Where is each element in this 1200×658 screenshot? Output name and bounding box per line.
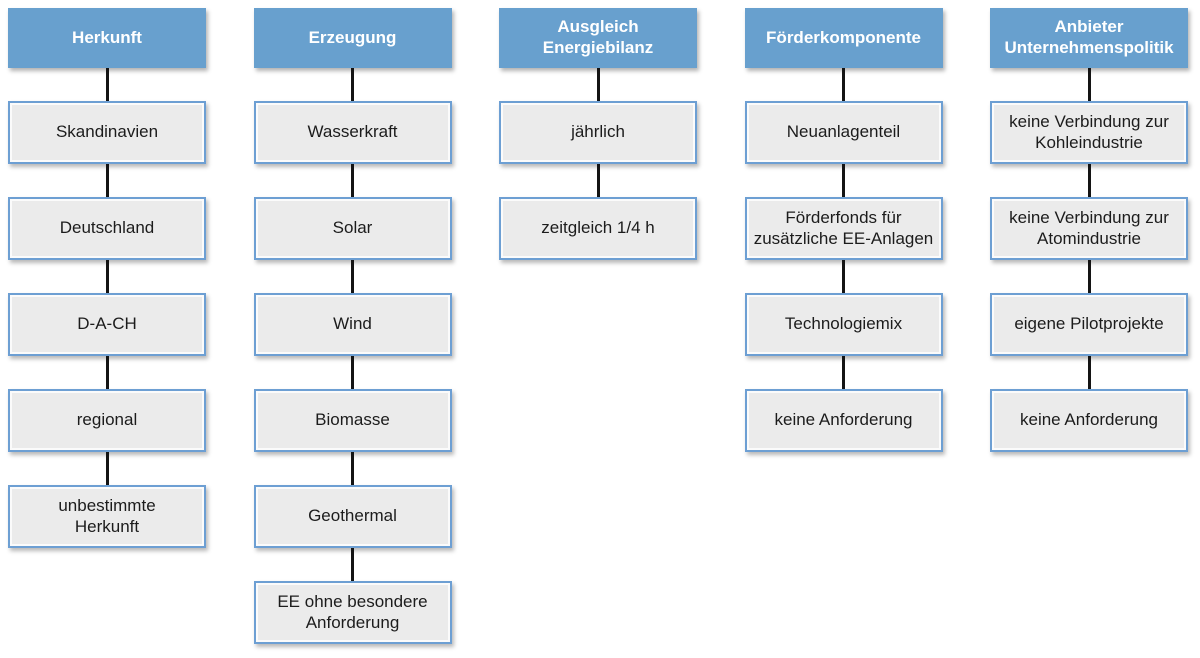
option-box: keine Verbindung zur Kohleindustrie <box>990 101 1188 164</box>
option-box: Solar <box>253 197 452 260</box>
column-header-erzeugung: Erzeugung <box>253 8 452 68</box>
connector-line <box>351 260 354 293</box>
option-box: EE ohne besondere Anforderung <box>253 581 452 644</box>
option-box: Wasserkraft <box>253 101 452 164</box>
column-header-herkunft: Herkunft <box>8 8 206 68</box>
option-box: unbestimmte Herkunft <box>8 485 206 548</box>
connector-line <box>596 164 600 197</box>
option-box: D-A-CH <box>8 293 206 356</box>
option-box: Neuanlagenteil <box>744 101 943 164</box>
connector-line <box>1087 164 1091 197</box>
option-box: Technologiemix <box>744 293 943 356</box>
column-header-förderkomponente: Förderkomponente <box>744 8 943 68</box>
connector-line <box>1087 356 1091 389</box>
option-box: Wind <box>253 293 452 356</box>
column-ausgleich: Ausgleich Energiebilanz jährlich zeitglei… <box>499 8 697 260</box>
connector-line <box>351 68 354 101</box>
connector-line <box>351 452 354 485</box>
connector-line <box>842 260 845 293</box>
option-box: regional <box>8 389 206 452</box>
connector-line <box>1087 68 1091 101</box>
connector-line <box>842 356 845 389</box>
option-box: jährlich <box>499 101 697 164</box>
column-header-anbieter: Anbieter Unternehmenspolitik <box>990 8 1188 68</box>
column-anbieter: Anbieter Unternehmenspolitik keine Verbi… <box>990 8 1188 452</box>
connector-line <box>105 68 109 101</box>
connector-line <box>842 164 845 197</box>
connector-line <box>1087 260 1091 293</box>
option-box: Deutschland <box>8 197 206 260</box>
connector-line <box>105 164 109 197</box>
option-box: Skandinavien <box>8 101 206 164</box>
option-box: keine Anforderung <box>744 389 943 452</box>
column-header-ausgleich: Ausgleich Energiebilanz <box>499 8 697 68</box>
option-box: Biomasse <box>253 389 452 452</box>
connector-line <box>105 452 109 485</box>
connector-line <box>351 356 354 389</box>
option-box: Förderfonds für zusätzliche EE-Anlagen <box>744 197 943 260</box>
connector-line <box>596 68 600 101</box>
option-box: eigene Pilotprojekte <box>990 293 1188 356</box>
option-box: Geothermal <box>253 485 452 548</box>
connector-line <box>105 260 109 293</box>
option-box: zeitgleich 1/4 h <box>499 197 697 260</box>
option-box: keine Anforderung <box>990 389 1188 452</box>
connector-line <box>351 548 354 581</box>
connector-line <box>842 68 845 101</box>
option-box: keine Verbindung zur Atomindustrie <box>990 197 1188 260</box>
connector-line <box>351 164 354 197</box>
connector-line <box>105 356 109 389</box>
